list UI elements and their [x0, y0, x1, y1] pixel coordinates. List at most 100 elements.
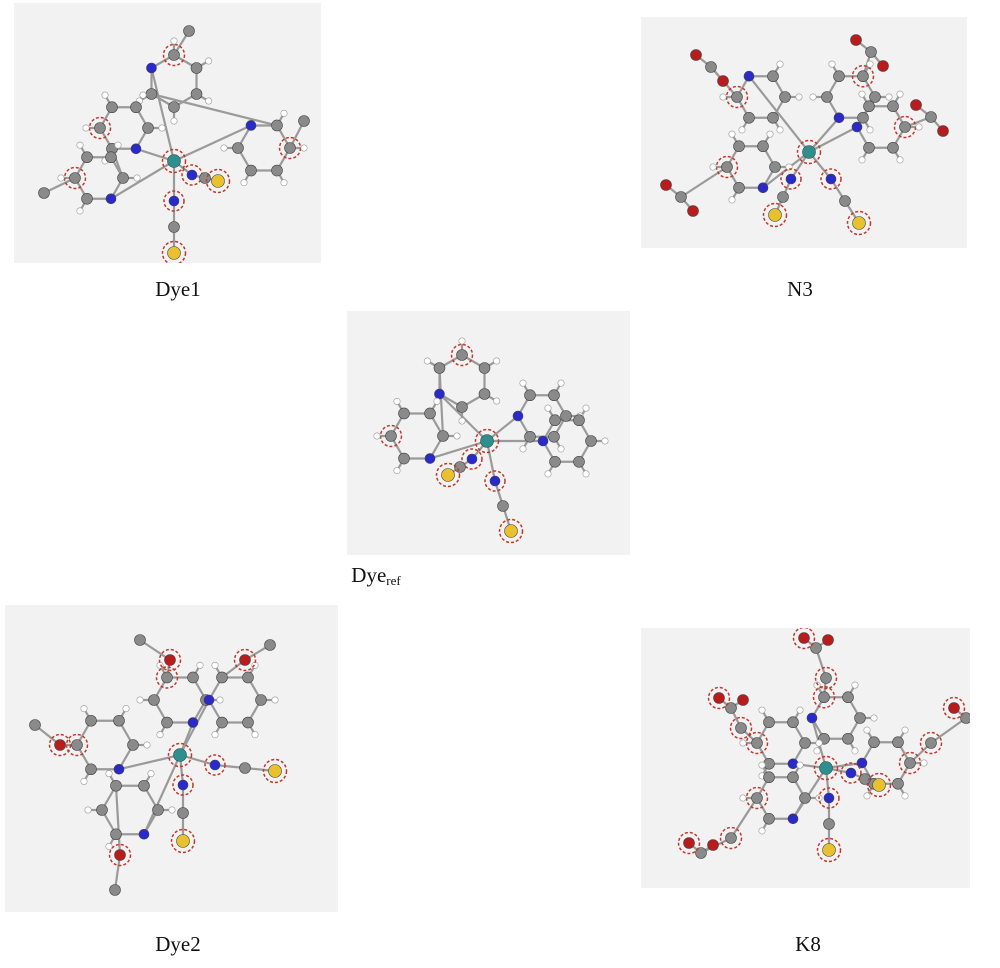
atom-h	[863, 792, 871, 800]
atom-h	[205, 57, 213, 65]
highlight-circle	[792, 628, 816, 650]
atom-h	[170, 117, 178, 125]
atom-c	[271, 119, 283, 132]
atom-h	[519, 379, 527, 387]
atom-h	[728, 196, 736, 204]
atom-c	[232, 142, 244, 154]
label-dyeref-main: Dye	[351, 563, 387, 587]
atom-s	[176, 834, 190, 848]
atom-h	[433, 397, 441, 405]
atom-n	[245, 120, 257, 131]
atom-h	[453, 432, 461, 440]
atom-c	[456, 401, 468, 413]
highlight-circle	[498, 518, 524, 544]
atom-h	[896, 156, 904, 164]
atom-h	[557, 379, 565, 387]
atom-c	[239, 762, 251, 774]
atom-h	[211, 731, 219, 739]
atom-h	[901, 792, 909, 800]
atom-c	[763, 716, 775, 729]
atom-o	[822, 634, 834, 646]
atom-n	[806, 712, 818, 724]
highlight-circle	[450, 343, 474, 367]
atom-h	[796, 761, 804, 769]
highlight-circle	[172, 774, 194, 796]
atom-h	[458, 417, 466, 425]
atom-n	[186, 169, 198, 181]
atom-c	[433, 362, 446, 374]
highlight-circle	[474, 428, 500, 454]
bond	[930, 717, 967, 744]
atom-c	[117, 172, 129, 184]
atom-h	[139, 91, 147, 99]
highlight-circle	[820, 168, 842, 190]
atom-h	[211, 661, 219, 669]
highlight-circle	[677, 831, 701, 855]
atom-c	[695, 847, 707, 859]
atom-c	[168, 221, 180, 233]
atom-c	[113, 714, 125, 727]
atom-c	[130, 101, 142, 114]
atom-c	[733, 181, 745, 194]
molecule-k8	[677, 628, 970, 863]
atom-o	[690, 49, 702, 61]
bond	[748, 75, 810, 153]
atom-n	[489, 475, 501, 487]
atom-c	[725, 832, 737, 844]
atom-c	[69, 172, 81, 184]
atom-c	[823, 818, 835, 830]
atom-h	[240, 179, 248, 187]
atom-c	[842, 732, 854, 745]
atom-o	[687, 205, 699, 217]
atom-h	[156, 661, 164, 669]
highlight-circle	[816, 837, 842, 863]
atom-h	[373, 432, 381, 440]
atom-s	[852, 216, 866, 230]
atom-h	[196, 661, 204, 669]
atom-h	[205, 97, 213, 105]
atom-s	[872, 778, 886, 792]
atom-h	[828, 60, 836, 68]
highlight-circle	[846, 210, 872, 236]
atom-n	[743, 70, 755, 82]
atom-c	[85, 714, 97, 727]
atom-h	[885, 93, 893, 101]
atom-c	[892, 736, 904, 749]
label-dye2: Dye2	[155, 932, 201, 956]
atom-h	[76, 141, 84, 149]
atom-o	[239, 654, 251, 666]
atom-c	[777, 191, 789, 203]
atom-c	[549, 414, 561, 427]
highlight-circle	[719, 826, 743, 850]
highlight-circle	[167, 742, 193, 768]
atom-h	[170, 37, 178, 45]
highlight-circle	[155, 666, 179, 689]
atom-c	[925, 111, 937, 123]
atom-c	[560, 410, 572, 422]
bond	[150, 67, 176, 162]
atom-c	[255, 694, 267, 706]
atom-o	[937, 125, 949, 137]
highlight-circle	[170, 828, 196, 854]
atom-c	[96, 804, 108, 816]
atom-n	[187, 717, 199, 728]
highlight-circle	[813, 755, 839, 781]
atom-c	[887, 100, 899, 113]
atom-c	[763, 812, 775, 825]
atom-o	[114, 849, 126, 861]
atom-n	[466, 453, 478, 465]
atom-h	[813, 747, 821, 755]
atom-h	[557, 445, 565, 453]
atom-h	[582, 404, 590, 412]
highlight-circle	[108, 843, 132, 867]
atom-c	[887, 141, 899, 154]
atom-o	[737, 694, 749, 706]
atom-h	[739, 739, 747, 747]
atom-c	[127, 739, 139, 751]
atom-n	[424, 453, 436, 464]
atom-h	[544, 470, 552, 478]
atom-h	[271, 696, 279, 704]
atom-c	[899, 121, 911, 133]
atom-s	[211, 174, 225, 188]
highlight-circle	[707, 686, 731, 710]
